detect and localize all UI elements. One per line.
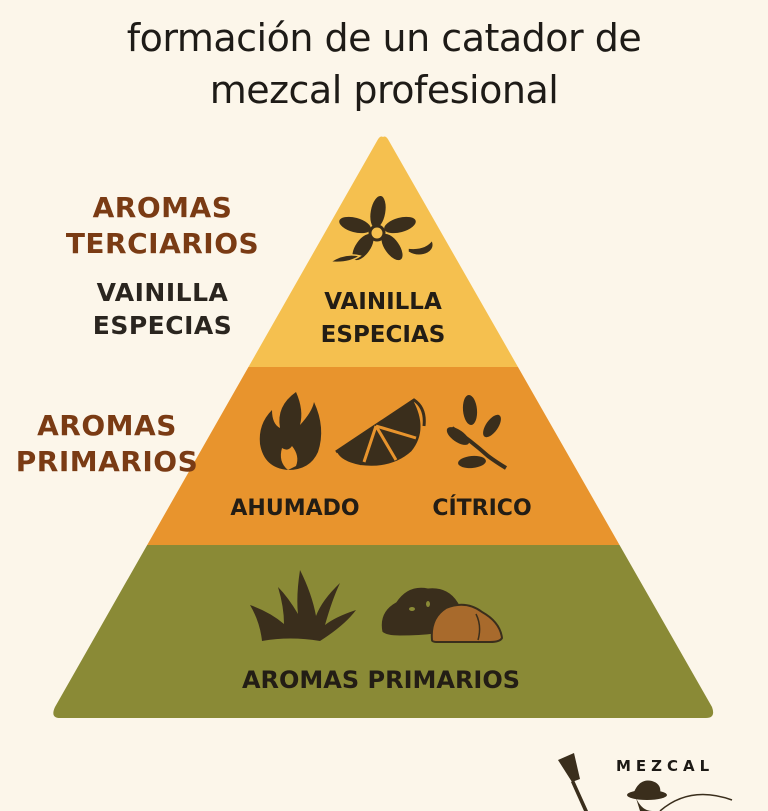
agave-plant-icon xyxy=(250,570,356,641)
side-label-primary: AROMAS PRIMARIOS xyxy=(2,408,212,480)
farmer-hat-icon xyxy=(627,780,667,811)
title-line-1: formación de un catador de xyxy=(126,16,642,60)
tertiary-heading-2: TERCIARIOS xyxy=(65,227,260,260)
tier-top-label-2: ESPECIAS xyxy=(321,322,446,348)
title-line-2: mezcal profesional xyxy=(209,68,559,112)
logo-arc xyxy=(659,793,733,811)
tier-middle-label-smoky: AHUMADO xyxy=(230,496,359,521)
primary-heading-1: AROMAS xyxy=(37,409,177,442)
tier-bottom-bg xyxy=(53,545,714,718)
earth-soil-icon xyxy=(380,586,504,643)
citrus-slice-icon xyxy=(334,398,426,468)
tertiary-sub-1: VAINILLA xyxy=(96,278,229,307)
tier-middle-label-citrus: CÍTRICO xyxy=(432,495,531,521)
herb-branch-icon xyxy=(446,395,508,470)
flame-icon xyxy=(259,392,322,470)
tertiary-sub-2: ESPECIAS xyxy=(92,311,233,340)
page-title: formación de un catador de mezcal profes… xyxy=(0,12,768,116)
vanilla-flower-icon xyxy=(327,194,435,264)
mezcal-logo-text: MEZCAL xyxy=(616,757,715,775)
agave-paddle-icon xyxy=(558,753,588,811)
tier-bottom-label: AROMAS PRIMARIOS xyxy=(242,666,520,694)
tier-top-label-1: VAINILLA xyxy=(324,289,442,315)
primary-heading-2: PRIMARIOS xyxy=(15,445,199,478)
side-label-tertiary: AROMAS TERCIARIOS VAINILLA ESPECIAS xyxy=(40,190,285,342)
tertiary-heading-1: AROMAS xyxy=(92,191,233,224)
